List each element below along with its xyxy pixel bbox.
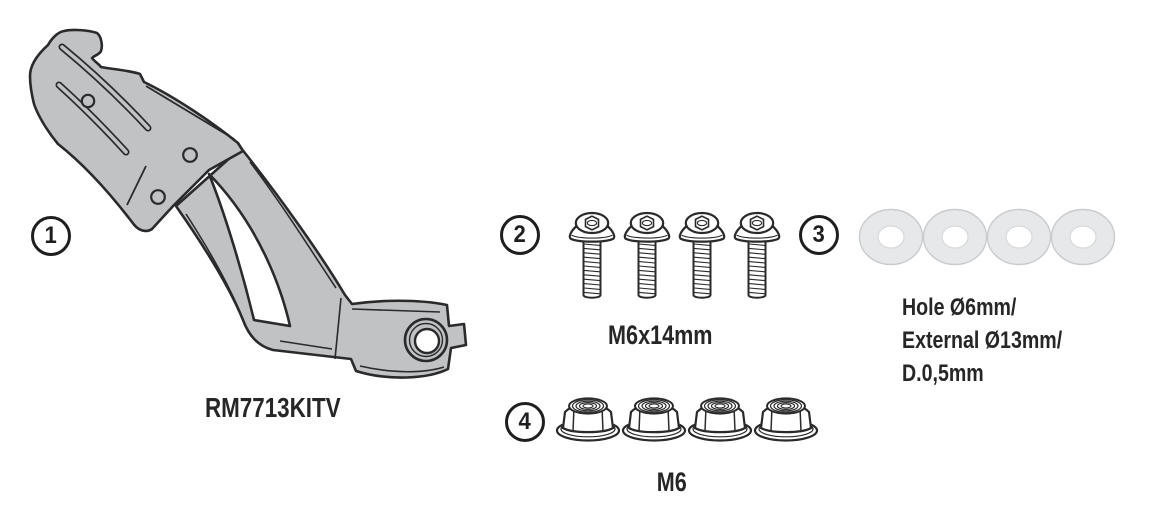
part-1-number: 1 xyxy=(44,222,58,249)
washer-spec-line: External Ø13mm/ xyxy=(902,327,1063,354)
part-4-number: 4 xyxy=(518,408,532,435)
washer-spec-line: Hole Ø6mm/ xyxy=(902,294,1017,321)
washer-icons-group xyxy=(858,208,1116,266)
button-head-bolt-icon xyxy=(568,211,616,299)
flange-nut-icon xyxy=(621,397,687,442)
flange-nut-icon xyxy=(753,397,819,442)
button-head-bolt-icon xyxy=(623,211,671,299)
washer-spec-label: Hole Ø6mm/ External Ø13mm/ D.0,5mm xyxy=(902,291,1132,390)
part-1-number-badge: 1 xyxy=(31,216,71,256)
button-head-bolt-icon xyxy=(678,211,726,299)
bracket-part-code: RM7713KITV xyxy=(205,392,341,423)
washer-spec-line: D.0,5mm xyxy=(902,360,984,387)
flat-washer-icon xyxy=(922,208,988,266)
bolts-size-label: M6x14mm xyxy=(560,320,760,351)
bracket-part-label: RM7713KITV xyxy=(153,392,393,424)
button-head-bolt-icon xyxy=(733,211,781,299)
nut-icons-group xyxy=(555,397,819,442)
bolt-icons-group xyxy=(568,211,781,299)
flange-nut-icon xyxy=(555,397,621,442)
part-3-number-badge: 3 xyxy=(799,215,839,255)
part-2-number: 2 xyxy=(513,221,527,248)
flat-washer-icon xyxy=(1050,208,1116,266)
nuts-size-text: M6 xyxy=(656,467,687,497)
nuts-size-label: M6 xyxy=(622,467,722,498)
flat-washer-icon xyxy=(858,208,924,266)
bolts-size-text: M6x14mm xyxy=(607,320,713,350)
part-4-number-badge: 4 xyxy=(505,402,545,442)
mounting-bracket-illustration xyxy=(28,28,468,379)
flange-nut-icon xyxy=(687,397,753,442)
flat-washer-icon xyxy=(986,208,1052,266)
part-2-number-badge: 2 xyxy=(500,215,540,255)
part-3-number: 3 xyxy=(812,221,826,248)
